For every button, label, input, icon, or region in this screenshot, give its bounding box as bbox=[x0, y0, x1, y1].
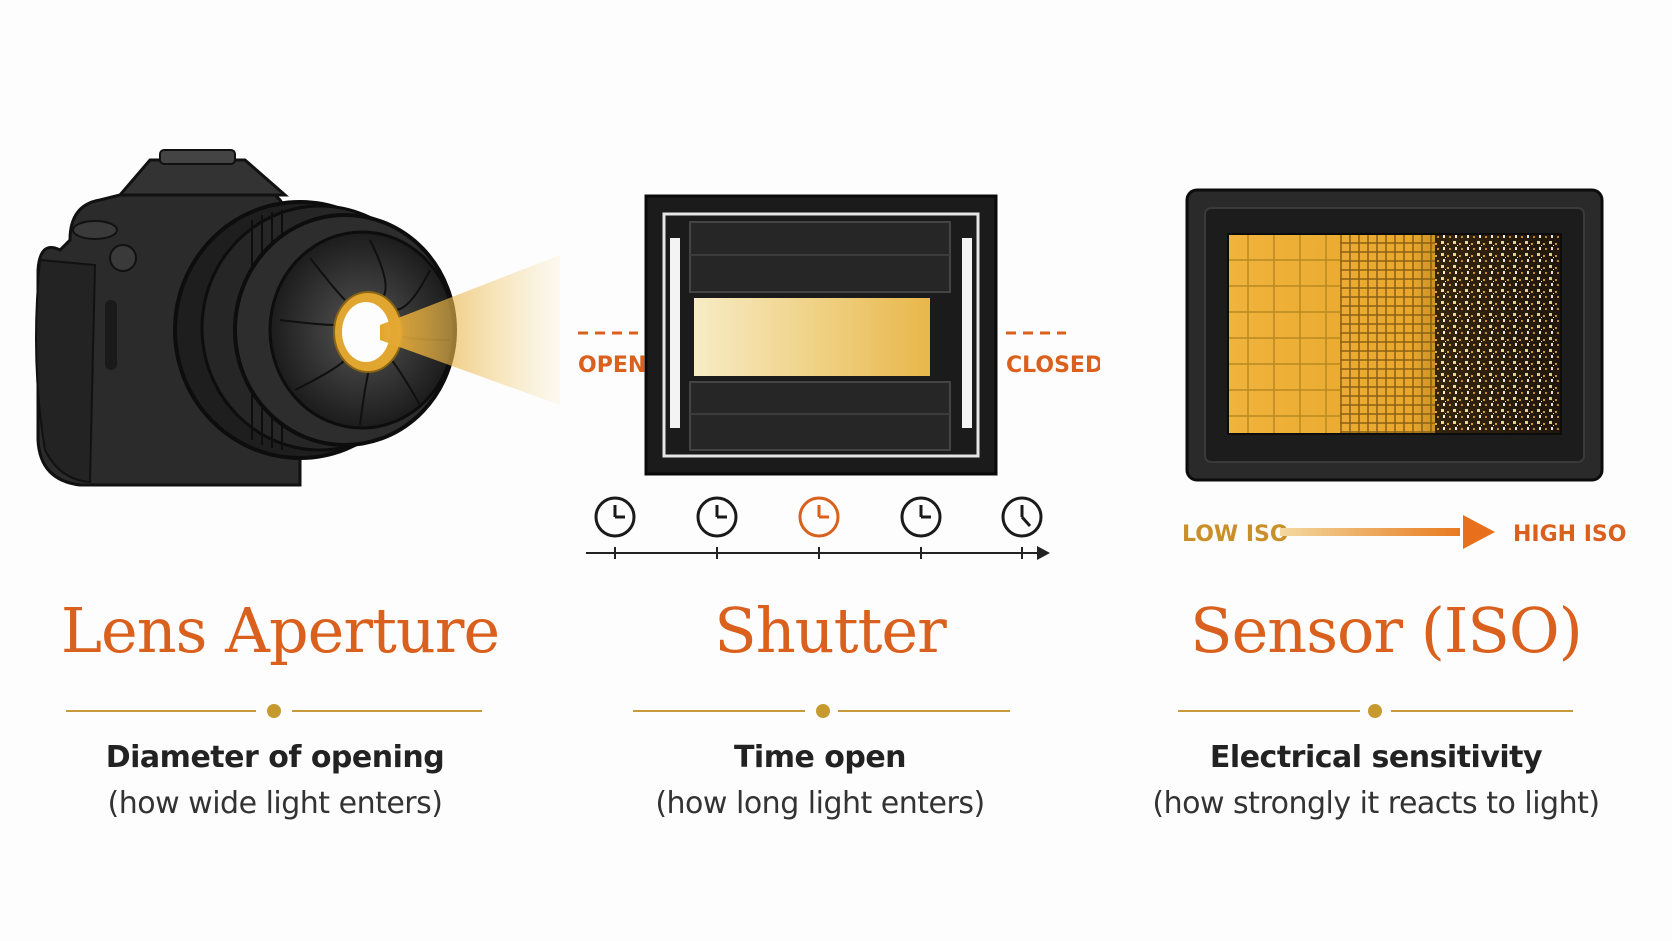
aperture-heading: Diameter of opening bbox=[105, 740, 445, 775]
sensor-title: Sensor (ISO) bbox=[1190, 594, 1583, 667]
camera-icon bbox=[35, 149, 560, 487]
shutter-icon: OPEN CLOSED bbox=[578, 194, 1100, 560]
divider-dot bbox=[816, 704, 830, 718]
aperture-title: Lens Aperture bbox=[60, 594, 500, 667]
shutter-heading: Time open bbox=[733, 740, 907, 775]
clock-icon bbox=[594, 496, 636, 538]
divider-dot bbox=[1368, 704, 1382, 718]
clock-icon bbox=[900, 496, 942, 538]
clock-icon bbox=[1001, 496, 1043, 538]
sensor-divider bbox=[1178, 703, 1573, 719]
divider-dot bbox=[267, 704, 281, 718]
shutter-closed-label: CLOSED bbox=[1006, 353, 1100, 378]
aperture-divider bbox=[66, 703, 482, 719]
iso-arrow-shaft bbox=[1280, 528, 1460, 536]
shutter-divider bbox=[633, 703, 1010, 719]
clock-icon-highlighted bbox=[798, 496, 840, 538]
shutter-open-label: OPEN bbox=[578, 353, 646, 378]
sensor-heading: Electrical sensitivity bbox=[1209, 740, 1543, 775]
low-iso-label: LOW ISO bbox=[1182, 522, 1289, 547]
shutter-title: Shutter bbox=[714, 594, 947, 667]
aperture-subtext: (how wide light enters) bbox=[107, 786, 443, 821]
sensor-subtext: (how strongly it reacts to light) bbox=[1152, 786, 1600, 821]
sensor-panel: LOW ISO HIGH ISO Sensor (ISO) Electrical… bbox=[1100, 0, 1672, 941]
shutter-subtext: (how long light enters) bbox=[655, 786, 985, 821]
aperture-panel: Lens Aperture Diameter of opening (how w… bbox=[0, 0, 560, 941]
sensor-icon: LOW ISO HIGH ISO bbox=[1182, 188, 1626, 549]
iso-arrow-head bbox=[1463, 515, 1495, 549]
high-iso-label: HIGH ISO bbox=[1513, 522, 1626, 547]
shutter-panel: OPEN CLOSED Shutter bbox=[560, 0, 1100, 941]
clock-icon bbox=[696, 496, 738, 538]
